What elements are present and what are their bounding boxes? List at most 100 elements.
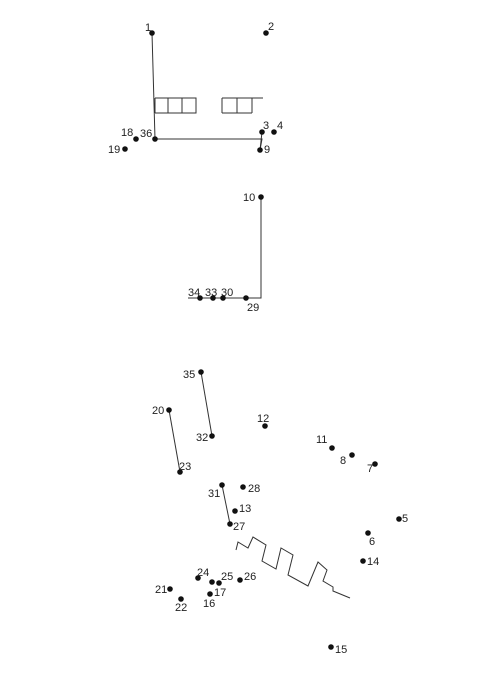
dot-11: 11 [316,434,335,451]
dot-number-label: 29 [247,302,259,314]
line-35-32 [200,371,213,437]
dot-marker [349,452,355,458]
dot-number-label: 36 [140,128,152,140]
dot-number-label: 31 [208,488,220,500]
dot-22: 22 [175,596,187,614]
dot-marker [216,580,222,586]
dot-marker [243,295,249,301]
dot-20: 20 [152,405,172,417]
dot-19: 19 [108,144,128,156]
dot-number-label: 34 [188,287,200,299]
dot-29: 29 [243,295,259,314]
dot-number-label: 13 [239,503,251,515]
dot-marker [240,484,246,490]
dot-16: 16 [203,591,215,610]
dot-marker [197,295,203,301]
dot-number-label: 24 [197,567,209,579]
dot-marker [207,591,213,597]
dot-marker [209,433,215,439]
line-31-27 [221,484,231,525]
dot-25: 25 [209,571,233,585]
dot-number-label: 14 [367,556,379,568]
dot-marker [328,644,334,650]
window-grid-right [221,97,263,114]
dot-8: 8 [340,452,355,467]
dot-number-label: 8 [340,455,346,467]
dot-1: 1 [145,22,155,36]
dot-marker [227,521,233,527]
dot-3: 3 [259,120,269,135]
dot-31: 31 [208,482,225,500]
dot-number-label: 10 [243,192,255,204]
dot-35: 35 [183,369,204,381]
line-10-29-34 [188,197,262,299]
dot-number-label: 5 [402,513,408,525]
dot-30: 30 [220,287,233,301]
dot-marker [177,469,183,475]
dot-34: 34 [188,287,203,301]
dot-number-label: 26 [244,571,256,583]
dot-number-label: 11 [316,434,327,446]
dot-marker [152,136,158,142]
dot-number-label: 1 [145,22,151,34]
dot-number-label: 9 [264,144,270,156]
dot-14: 14 [360,556,379,568]
dot-marker [198,369,204,375]
dot-18: 18 [121,127,139,142]
dot-15: 15 [328,644,347,656]
dot-number-label: 19 [108,144,120,156]
dot-number-label: 4 [277,120,283,132]
dot-number-label: 2 [268,21,274,33]
dot-21: 21 [155,584,173,596]
dot-number-label: 18 [121,127,133,139]
dot-marker [360,558,366,564]
dot-5: 5 [396,513,408,525]
pre-drawn-lines [151,32,351,599]
dot-number-label: 30 [221,287,233,299]
dot-number-label: 15 [335,644,347,656]
dot-number-label: 16 [203,598,215,610]
dot-4: 4 [271,120,283,135]
dot-marker [209,579,215,585]
dot-9: 9 [257,144,270,156]
dot-number-label: 20 [152,405,164,417]
dot-number-label: 22 [175,602,187,614]
dot-marker [396,516,402,522]
dot-2: 2 [263,21,274,36]
dot-number-label: 28 [248,483,260,495]
dot-marker [167,586,173,592]
dot-marker [258,194,264,200]
dot-marker [232,508,238,514]
dot-number-label: 27 [233,521,245,533]
dot-7: 7 [367,461,378,475]
dot-marker [178,596,184,602]
dot-marker [365,530,371,536]
dot-marker [259,129,265,135]
dot-28: 28 [240,483,260,495]
dot-number-label: 3 [263,120,269,132]
dot-marker [122,146,128,152]
dot-number-label: 21 [155,584,167,596]
dot-33: 33 [205,287,217,301]
dot-23: 23 [177,461,191,475]
line-3-9 [259,131,263,151]
dot-marker [329,445,335,451]
dot-32: 32 [196,432,215,444]
dot-17: 17 [214,580,226,599]
zigzag-line [235,536,351,599]
dot-number-label: 7 [367,463,373,475]
dot-number-label: 32 [196,432,208,444]
line-1-36-3-9 [151,32,263,151]
dot-12: 12 [257,413,269,429]
dot-number-label: 23 [179,461,191,473]
dot-marker [149,30,155,36]
dot-marker [133,136,139,142]
dot-27: 27 [227,521,245,533]
dot-marker [166,407,172,413]
dot-number-label: 25 [221,571,233,583]
dot-marker [257,147,263,153]
dot-marker [372,461,378,467]
dot-36: 36 [140,128,158,142]
